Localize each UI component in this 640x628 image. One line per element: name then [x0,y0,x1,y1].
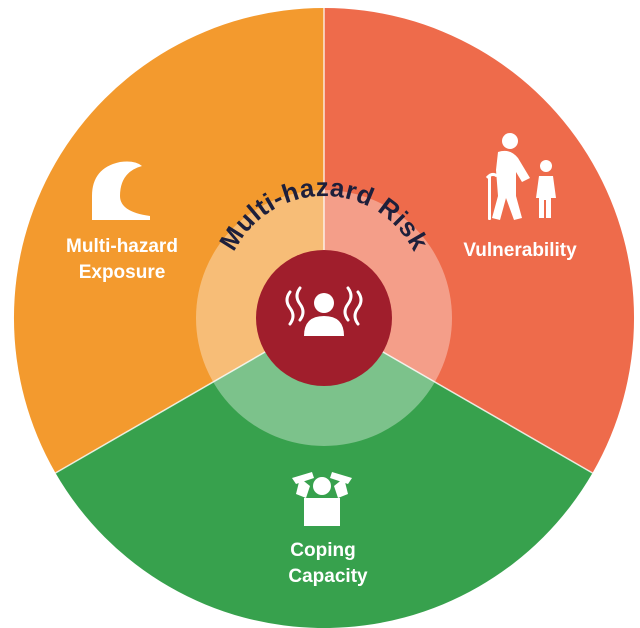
wave-icon [92,161,150,220]
segment-coping [55,318,593,628]
segment-vulnerability [324,7,635,473]
segment-exposure [13,7,324,473]
exposure-label-line1: Multi-hazard [66,236,178,257]
relaxed-person-icon [292,472,352,526]
elderly-and-child-icon [485,133,556,220]
coping-label-line2: Capacity [288,566,368,587]
exposure-label-line2: Exposure [79,262,166,283]
vulnerability-label: Vulnerability [463,240,577,261]
coping-label-line1: Coping [290,540,355,561]
person-heat-waves-icon [285,286,363,336]
